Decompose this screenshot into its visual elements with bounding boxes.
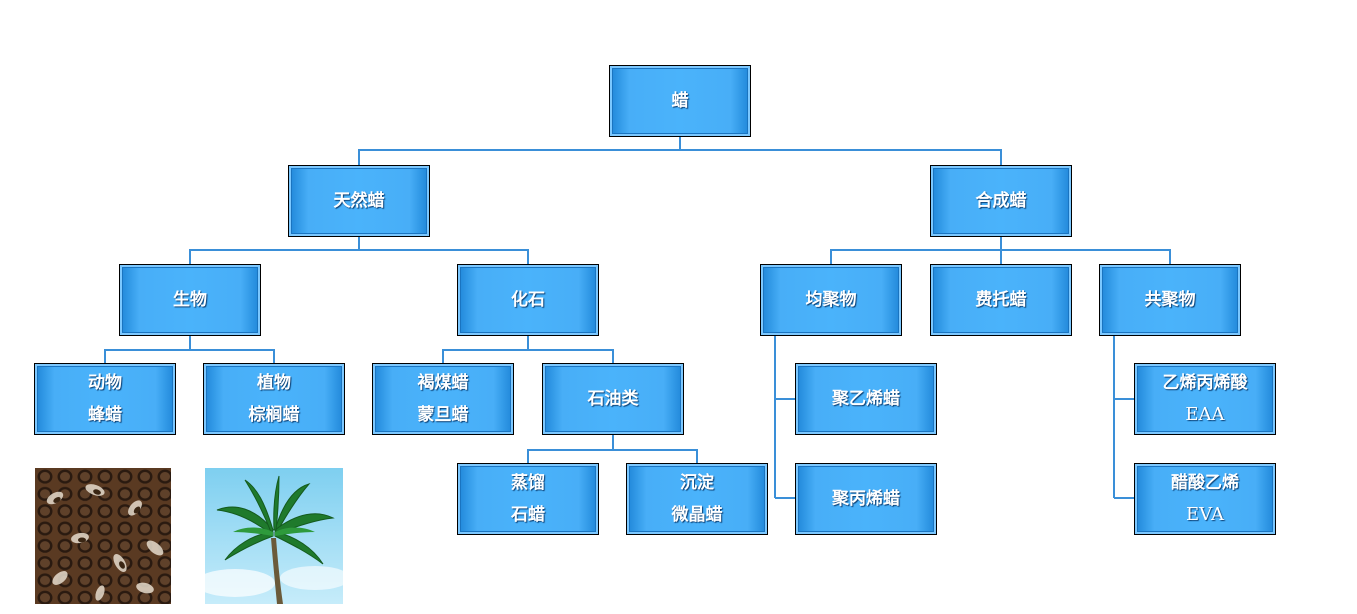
node-eaa: 乙烯丙烯酸 EAA xyxy=(1134,363,1276,435)
node-beeswax-label: 蜂蜡 xyxy=(88,405,122,425)
connector-bio-animal xyxy=(104,336,191,364)
connector-root-natural xyxy=(358,137,681,166)
node-natural-wax-label: 天然蜡 xyxy=(333,191,385,211)
connector-synthetic-copolymer xyxy=(1001,249,1171,265)
node-bio-label: 生物 xyxy=(173,290,207,310)
connector-natural-fossil xyxy=(359,249,529,265)
node-homopolymer: 均聚物 xyxy=(760,264,902,336)
node-paraffin-label: 石蜡 xyxy=(511,505,545,525)
node-polyethylene-wax-label: 聚乙烯蜡 xyxy=(832,389,900,409)
node-microcrystalline-label: 微晶蜡 xyxy=(671,505,723,525)
node-eaa-label: 乙烯丙烯酸 xyxy=(1162,373,1248,393)
node-eva: 醋酸乙烯 EVA xyxy=(1134,463,1276,535)
connector-root-synthetic xyxy=(680,149,1002,166)
node-plant-label: 植物 xyxy=(257,373,291,393)
connector-natural-bio xyxy=(189,237,360,265)
node-polypropylene-wax: 聚丙烯蜡 xyxy=(795,463,937,535)
node-wax: 蜡 xyxy=(609,65,751,137)
node-lignite-label: 褐煤蜡 xyxy=(417,373,469,393)
node-fischer-tropsch-wax-label: 费托蜡 xyxy=(975,290,1027,310)
connector-petroleum-precipitated xyxy=(613,449,698,464)
node-montan-label: 蒙旦蜡 xyxy=(417,405,469,425)
node-synthetic-wax-label: 合成蜡 xyxy=(975,191,1027,211)
node-palm-wax-label: 棕榈蜡 xyxy=(248,405,300,425)
node-eaa-abbr: EAA xyxy=(1185,404,1225,425)
node-lignite-montan-wax: 褐煤蜡 蒙旦蜡 xyxy=(372,363,514,435)
connector-fossil-lignite xyxy=(442,336,529,364)
node-wax-label: 蜡 xyxy=(671,91,689,111)
node-animal-beeswax: 动物 蜂蜡 xyxy=(34,363,176,435)
node-petroleum-label: 石油类 xyxy=(587,389,639,409)
node-homopolymer-label: 均聚物 xyxy=(805,290,857,310)
connector-synthetic-homopolymer xyxy=(830,237,1002,265)
connector-petroleum-distilled xyxy=(527,435,614,464)
node-copolymer-label: 共聚物 xyxy=(1144,290,1196,310)
node-animal-label: 动物 xyxy=(88,373,122,393)
node-polyethylene-wax: 聚乙烯蜡 xyxy=(795,363,937,435)
connector-fossil-petroleum xyxy=(528,349,614,364)
node-distilled-label: 蒸馏 xyxy=(511,473,545,493)
honeycomb-photo xyxy=(35,468,171,604)
node-eva-label: 醋酸乙烯 xyxy=(1171,473,1239,493)
node-fossil-label: 化石 xyxy=(511,290,545,310)
node-distilled-paraffin: 蒸馏 石蜡 xyxy=(457,463,599,535)
node-petroleum: 石油类 xyxy=(542,363,684,435)
node-copolymer: 共聚物 xyxy=(1099,264,1241,336)
node-natural-wax: 天然蜡 xyxy=(288,165,430,237)
node-synthetic-wax: 合成蜡 xyxy=(930,165,1072,237)
node-precipitated-label: 沉淀 xyxy=(680,473,714,493)
connector-bio-plant xyxy=(190,349,275,364)
node-polypropylene-wax-label: 聚丙烯蜡 xyxy=(832,489,900,509)
node-plant-palm-wax: 植物 棕榈蜡 xyxy=(203,363,345,435)
node-fischer-tropsch-wax: 费托蜡 xyxy=(930,264,1072,336)
node-precipitated-microcrystalline: 沉淀 微晶蜡 xyxy=(626,463,768,535)
node-bio: 生物 xyxy=(119,264,261,336)
node-fossil: 化石 xyxy=(457,264,599,336)
palm-tree-photo xyxy=(205,468,343,604)
node-eva-abbr: EVA xyxy=(1186,504,1224,525)
